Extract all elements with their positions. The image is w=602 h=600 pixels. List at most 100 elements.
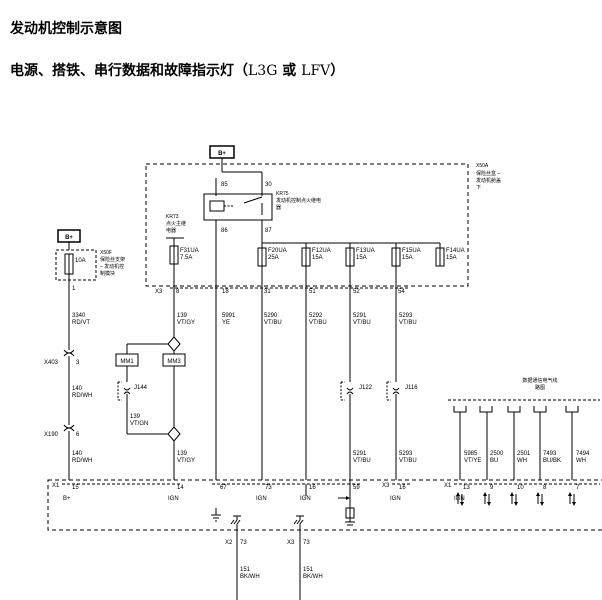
fuse-f12ua: F12UA 15A <box>301 243 331 267</box>
wire-5985-color: VT/YE <box>464 458 481 464</box>
wire-5290-color: VT/BU <box>264 320 282 326</box>
serial-desc-2: 路图 <box>535 384 545 391</box>
ground-icon <box>211 508 221 522</box>
fuse-box-x50a: X50A 保险丝盒 – 发动机舱盖 下 <box>145 163 501 287</box>
wire-5293b-num: 5293 <box>399 451 413 457</box>
wire-151a-num: 151 <box>240 567 251 573</box>
fuse-f15ua-rating: 15A <box>402 255 413 261</box>
kr73-desc-1: 点火主继 <box>166 220 186 227</box>
ecm-label-ign-5: IGN <box>454 496 465 502</box>
ecm-pin-14: 14 <box>177 485 184 491</box>
circuit-5293: 5293 VT/BU J116 5293 VT/BU <box>386 266 418 480</box>
fuse-f13ua-name: F13UA <box>356 248 375 254</box>
ecm-pin-73b: 73 <box>240 540 247 546</box>
inline-connector-x403: X403 3 <box>44 349 80 425</box>
subtitle-model-1: L3G <box>248 63 278 79</box>
ecm-pin-13: 13 <box>463 485 470 491</box>
pin-31: 31 <box>264 289 271 295</box>
wire-7493-num: 7493 <box>543 451 557 457</box>
fuse-f13ua: F13UA 15A <box>345 243 375 267</box>
inline-connector-x190: X190 6 <box>44 424 80 480</box>
relay-kr75-code: KR75 <box>276 191 289 197</box>
ecm-pin-73: 73 <box>265 485 272 491</box>
wire-139c-num: 139 <box>177 451 188 457</box>
wire-151b-color: BK/WH <box>303 574 323 580</box>
lamp-driver-icon <box>338 496 355 526</box>
wire-5293a-num: 5293 <box>399 313 413 319</box>
wire-5985-num: 5985 <box>464 451 478 457</box>
ecm-x3: X3 <box>382 483 390 489</box>
wire-2501-num: 2501 <box>517 451 531 457</box>
subtitle-close: ） <box>330 63 345 79</box>
serial-arrows <box>456 492 576 506</box>
fuse-f12ua-name: F12UA <box>312 248 331 254</box>
page-title: 发动机控制示意图 <box>10 21 122 37</box>
wire-5291a-color: VT/BU <box>353 320 371 326</box>
relay-kr75-desc-1: 发动机控制点火继电 <box>276 197 321 204</box>
pin-18: 18 <box>222 289 229 295</box>
wire-140a-color: RD/WH <box>72 393 92 399</box>
wire-5293a-color: VT/BU <box>399 320 417 326</box>
wire-2500-num: 2500 <box>490 451 504 457</box>
ecm-box: X1 X3 X1 15 14 67 73 16 59 16 13 9 10 8 … <box>47 479 602 531</box>
subtitle-model-2: LFV <box>301 63 331 79</box>
x3-connector-row: X3 8 18 31 51 52 54 <box>155 287 408 295</box>
ecm-label-ign-1: IGN <box>168 496 179 502</box>
ecm-pin-16b: 16 <box>399 485 406 491</box>
j122-label: J122 <box>359 385 373 391</box>
x190-label: X190 <box>44 432 59 438</box>
fuse-f20ua-rating: 25A <box>268 255 279 261</box>
wire-7494-color: WH <box>576 458 586 464</box>
relay-kr73: KR73 点火主继 电器 <box>166 214 186 246</box>
x50a-code: X50A <box>476 163 489 169</box>
bplus-top-label: B+ <box>218 151 226 157</box>
circuit-5991: 5991 YE <box>215 237 236 480</box>
wire-2501-color: WH <box>517 458 527 464</box>
ecm-pin-73c: 73 <box>303 540 310 546</box>
wire-139a-color: VT/GY <box>177 320 195 326</box>
x50f-code: X50F <box>100 250 112 256</box>
x50f-desc-3: 制模块 <box>100 270 115 277</box>
fuse-f13ua-rating: 15A <box>356 255 367 261</box>
fuse-f14ua: F14UA 15A <box>435 243 465 267</box>
ecm-label-ign-3: IGN <box>300 496 311 502</box>
ground-icon <box>293 515 304 525</box>
ecm-pin-9: 9 <box>490 485 494 491</box>
wire-5290-num: 5290 <box>264 313 278 319</box>
fuse-f14ua-name: F14UA <box>446 248 465 254</box>
fuse-f12ua-rating: 15A <box>312 255 323 261</box>
fuse-f31ua-name: F31UA <box>180 248 199 254</box>
relay-pin-86: 86 <box>221 228 228 234</box>
ecm-label-bplus: B+ <box>63 496 71 502</box>
ecm-x2-bottom: X2 <box>225 540 233 546</box>
ecm-label-ign-2: IGN <box>256 496 267 502</box>
circuit-139: 139 VT/GY MM1 MM3 J144 139 VT/GN 139 VT/… <box>115 264 195 480</box>
ecm-pin-10: 10 <box>517 485 524 491</box>
wire-5291b-color: VT/BU <box>353 458 371 464</box>
pin-54: 54 <box>398 289 405 295</box>
page-subtitle: 电源、搭铁、串行数据和故障指示灯（L3G 或 LFV） <box>10 60 344 80</box>
bplus-box-top: B+ <box>209 145 262 173</box>
ground-icon <box>230 515 241 525</box>
ecm-pin-7: 7 <box>576 485 580 491</box>
fuse-f15ua: F15UA 15A <box>391 243 421 267</box>
wire-139b-num: 139 <box>130 414 141 420</box>
x403-pin: 3 <box>76 360 80 366</box>
mm3-label: MM3 <box>167 359 181 365</box>
ground-wires-bottom: X2 73 X3 73 151 BK/WH 151 BK/WH <box>225 524 323 600</box>
wire-139a-num: 139 <box>177 313 188 319</box>
relay-pin-87: 87 <box>265 228 272 234</box>
fuse-f20ua-name: F20UA <box>268 248 287 254</box>
kr73-desc-2: 电器 <box>166 227 176 234</box>
wire-5291a-num: 5291 <box>353 313 367 319</box>
ecm-pin-67: 67 <box>220 485 227 491</box>
fuse-holder-x50f: B+ 10A X50F 保险丝支架 – 发动机控 制模块 1 <box>55 229 125 350</box>
wire-151a-color: BK/WH <box>240 574 260 580</box>
fuse-f20ua: F20UA 25A <box>257 243 287 267</box>
relay-kr75: 85 30 KR75 发动机控制点火继电 器 86 87 <box>203 172 321 237</box>
ecm-pin-8: 8 <box>543 485 547 491</box>
serial-data-group: 数据通信电气线 路图 5985 VT/YE 2500 BU 2501 WH 74… <box>448 377 600 480</box>
ecm-label-ign-4: IGN <box>390 496 401 502</box>
fuse-f31ua-rating: 7.5A <box>180 255 192 261</box>
wire-5293b-color: VT/BU <box>399 458 417 464</box>
